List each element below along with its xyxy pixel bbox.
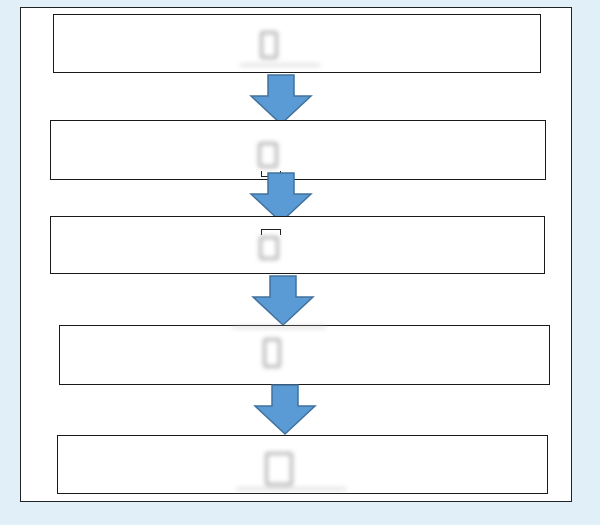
step-3-bracket — [261, 229, 281, 235]
flow-step-2 — [50, 120, 546, 180]
flow-step-4 — [59, 325, 550, 385]
down-arrow-4 — [253, 384, 317, 436]
flow-step-1 — [53, 14, 541, 73]
down-arrow-3 — [251, 275, 315, 327]
down-arrow-2 — [249, 172, 313, 224]
flow-step-3 — [50, 216, 545, 274]
flow-step-5 — [57, 435, 548, 494]
down-arrow-1 — [249, 74, 313, 126]
